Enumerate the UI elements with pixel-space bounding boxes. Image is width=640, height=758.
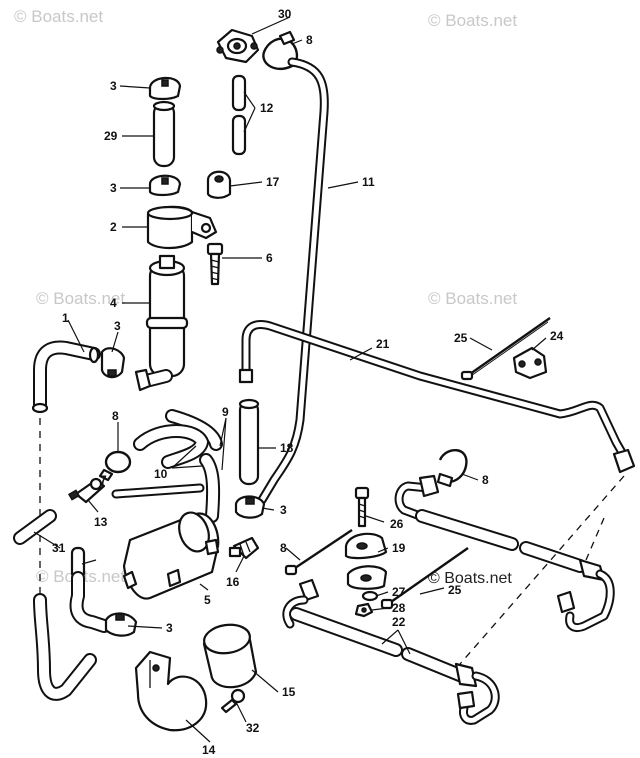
- callout-14: 14: [202, 743, 216, 757]
- callout-15: 15: [282, 685, 296, 699]
- part-16-elbow-fitting[interactable]: [228, 536, 260, 560]
- callout-4: 4: [110, 296, 117, 310]
- callout-16: 16: [226, 575, 240, 589]
- callout-26: 26: [390, 517, 404, 531]
- callout-5: 5: [204, 593, 211, 607]
- callout-29: 29: [104, 129, 118, 143]
- part-10-hose[interactable]: [111, 424, 209, 499]
- part-31-lower-hose[interactable]: [33, 571, 111, 701]
- callout-22: 22: [392, 615, 406, 629]
- callout-2: 2: [110, 220, 117, 234]
- dashed-guide-right: [459, 475, 625, 665]
- callout-25-lower: 25: [448, 583, 462, 597]
- callout-6: 6: [266, 251, 273, 265]
- part-26-bolt[interactable]: [354, 486, 370, 528]
- callout-27: 27: [392, 585, 406, 599]
- callout-7: 7: [100, 473, 107, 487]
- callout-9: 9: [222, 405, 229, 419]
- part-3-clamp-e[interactable]: [104, 612, 138, 637]
- callout-8-strap: 8: [280, 541, 287, 555]
- callout-30: 30: [278, 7, 292, 21]
- part-27-washer[interactable]: [361, 590, 379, 602]
- callout-25-top: 25: [454, 331, 468, 345]
- part-30-fitting[interactable]: [216, 28, 260, 64]
- part-8-tie-strap[interactable]: [284, 529, 353, 576]
- dashed-guide-right-b: [585, 517, 605, 561]
- part-6-screw[interactable]: [206, 242, 224, 286]
- part-24-clip[interactable]: [512, 346, 548, 380]
- part-9-hose[interactable]: [165, 409, 223, 523]
- part-4-fuel-filter[interactable]: [134, 254, 189, 392]
- callout-3-e: 3: [166, 621, 173, 635]
- part-11-fuel-line[interactable]: [257, 57, 329, 505]
- part-31-hose[interactable]: [13, 509, 57, 545]
- part-3-clamp-b[interactable]: [148, 174, 182, 197]
- part-22-hose-assembly[interactable]: [282, 578, 500, 725]
- watermark-mid-left: © Boats.net: [36, 289, 125, 308]
- part-14-bracket[interactable]: [134, 650, 208, 732]
- callout-13: 13: [94, 515, 108, 529]
- callout-3-a: 3: [110, 79, 117, 93]
- part-15-sleeve[interactable]: [202, 622, 258, 689]
- callout-18: 18: [280, 441, 294, 455]
- part-3-clamp-c[interactable]: [100, 347, 126, 379]
- watermark-top-left: © Boats.net: [14, 7, 103, 26]
- callout-8-right: 8: [482, 473, 489, 487]
- part-3-clamp-a[interactable]: [148, 76, 182, 101]
- callout-3-d: 3: [280, 503, 287, 517]
- part-2-bracket[interactable]: [146, 205, 218, 250]
- part-12-short-hoses[interactable]: [231, 74, 247, 156]
- part-13-fitting[interactable]: [68, 477, 106, 504]
- callout-3-c: 3: [114, 319, 121, 333]
- callout-21: 21: [376, 337, 390, 351]
- part-8-clamp-right[interactable]: [436, 449, 468, 488]
- part-21-fuel-line[interactable]: [238, 320, 636, 474]
- callout-3-b: 3: [110, 181, 117, 195]
- callout-11: 11: [362, 175, 375, 189]
- watermark-center: © Boats.net: [428, 570, 512, 587]
- part-5-fuel-canister[interactable]: [122, 508, 220, 600]
- part-8-clamp-top[interactable]: [262, 30, 299, 71]
- callout-1: 1: [62, 311, 69, 325]
- part-20-hose-assembly[interactable]: [394, 474, 615, 633]
- part-28-nut[interactable]: [354, 602, 374, 618]
- part-17-grommet[interactable]: [206, 170, 232, 199]
- callout-31: 31: [52, 541, 66, 555]
- callout-12: 12: [260, 101, 274, 115]
- part-29-hose[interactable]: [152, 100, 176, 168]
- part-1-elbow-hose[interactable]: [31, 340, 101, 414]
- watermark-top-right: © Boats.net: [428, 11, 517, 30]
- callout-numbers: 30 8 12 3 29 3 17 11 2 6 4 1 3 21 25 24 …: [52, 7, 564, 757]
- part-19-clamp[interactable]: [344, 532, 388, 590]
- part-25-tie-strap-top[interactable]: [460, 317, 551, 381]
- watermark-mid-right: © Boats.net: [428, 289, 517, 308]
- callout-8-top: 8: [306, 33, 313, 47]
- leader-lines: [33, 16, 547, 743]
- callout-10: 10: [154, 467, 168, 481]
- callout-32: 32: [246, 721, 260, 735]
- callout-24: 24: [550, 329, 564, 343]
- callout-17: 17: [266, 175, 280, 189]
- callout-28: 28: [392, 601, 406, 615]
- callout-19: 19: [392, 541, 406, 555]
- part-32-screw[interactable]: [220, 688, 246, 714]
- part-18-hose[interactable]: [238, 398, 260, 486]
- callout-8-mid: 8: [112, 409, 119, 423]
- part-3-clamp-d[interactable]: [234, 495, 266, 519]
